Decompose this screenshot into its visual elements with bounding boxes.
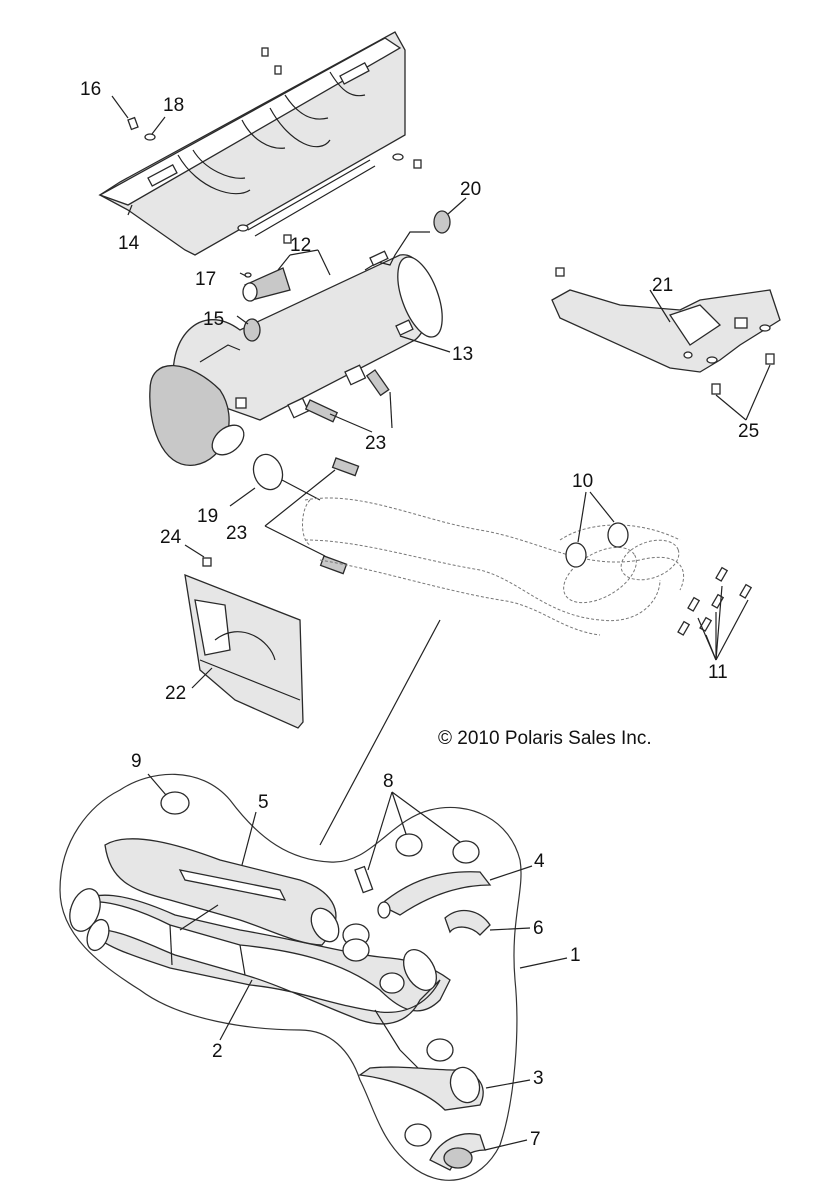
pipe-part-5	[104, 811, 340, 946]
bracket-part-21	[551, 267, 781, 373]
callout-5: 5	[258, 792, 269, 813]
clip-part-24	[184, 544, 212, 567]
callout-8: 8	[383, 771, 394, 792]
bolt-part-16	[111, 95, 139, 131]
callout-11: 11	[708, 662, 728, 683]
muffler-part-13	[149, 231, 451, 466]
callout-23b: 23	[226, 523, 248, 544]
gasket-part-10	[565, 491, 629, 568]
bolt-part-11	[677, 566, 753, 661]
heat-shield-part-22	[184, 573, 304, 729]
spring-part-23	[264, 369, 393, 575]
callout-21: 21	[652, 275, 674, 296]
pipe-part-3	[358, 1066, 531, 1111]
callout-3: 3	[533, 1068, 544, 1089]
grommet-part-20	[433, 197, 467, 234]
callout-17: 17	[195, 269, 217, 290]
clamps-lower	[342, 923, 454, 1147]
washer-part-18	[144, 116, 166, 141]
callout-15: 15	[203, 309, 225, 330]
callout-22: 22	[165, 683, 187, 704]
callout-2: 2	[212, 1041, 223, 1062]
heat-shield-part-14	[98, 31, 406, 256]
clamp-part-9	[147, 773, 190, 815]
gasket-part-19	[229, 453, 321, 507]
pipe-part-2	[69, 888, 451, 1086]
callout-13: 13	[452, 344, 474, 365]
assembly-part-1-outline	[59, 773, 568, 1181]
callout-9: 9	[131, 751, 142, 772]
callout-25: 25	[738, 421, 760, 442]
callout-4: 4	[534, 851, 545, 872]
callout-23a: 23	[365, 433, 387, 454]
callout-16: 16	[80, 79, 102, 100]
head-pipe-reference-outline	[302, 497, 685, 846]
callout-12: 12	[290, 235, 312, 256]
callout-18: 18	[163, 95, 185, 116]
pipe-part-7	[429, 1133, 528, 1171]
grommet-part-15	[236, 315, 261, 342]
hanger-part-12	[242, 249, 331, 302]
callout-7: 7	[530, 1129, 541, 1150]
copyright-notice: © 2010 Polaris Sales Inc.	[438, 728, 652, 749]
callout-14: 14	[118, 233, 140, 254]
clamp-part-8	[354, 791, 480, 894]
callout-10: 10	[572, 471, 594, 492]
shield-fasteners	[237, 47, 422, 244]
leader-17	[239, 272, 247, 277]
callout-19: 19	[197, 506, 219, 527]
callout-1: 1	[570, 945, 581, 966]
fastener-part-25	[711, 353, 775, 421]
callout-20: 20	[460, 179, 482, 200]
callout-6: 6	[533, 918, 544, 939]
pipe-part-6	[444, 909, 531, 936]
pipe-part-4	[377, 865, 533, 919]
clip-part-17	[244, 272, 252, 278]
callout-24: 24	[160, 527, 182, 548]
